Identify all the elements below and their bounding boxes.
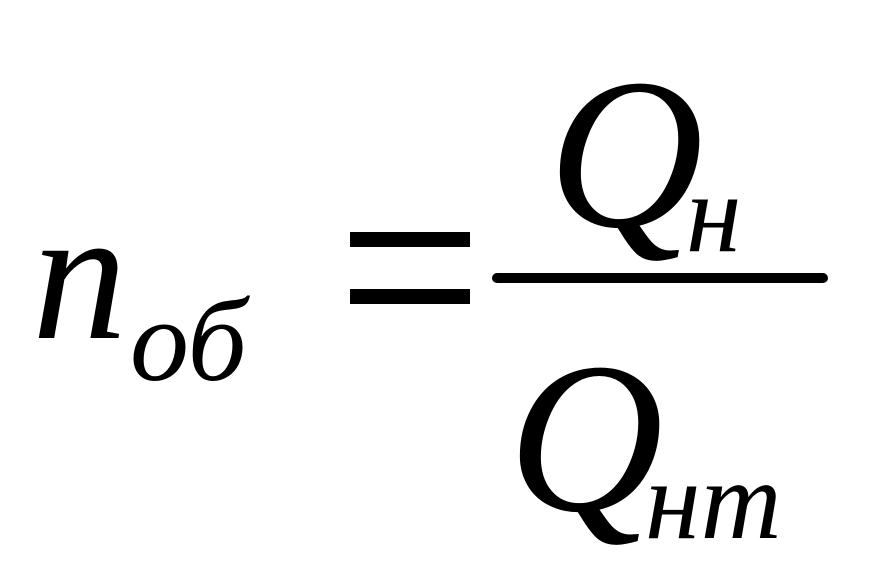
numerator-variable: Q [548,34,704,273]
fraction-line [492,273,828,283]
equals-sign [350,232,470,304]
equals-bar-bottom [350,289,470,304]
equals-bar-top [350,232,470,247]
lhs-variable: n [32,170,127,380]
numerator-subscript: н [686,152,742,276]
lhs-subscript: об [130,275,247,406]
denominator-subscript: нт [645,439,782,563]
denominator-variable: Q [508,318,664,557]
